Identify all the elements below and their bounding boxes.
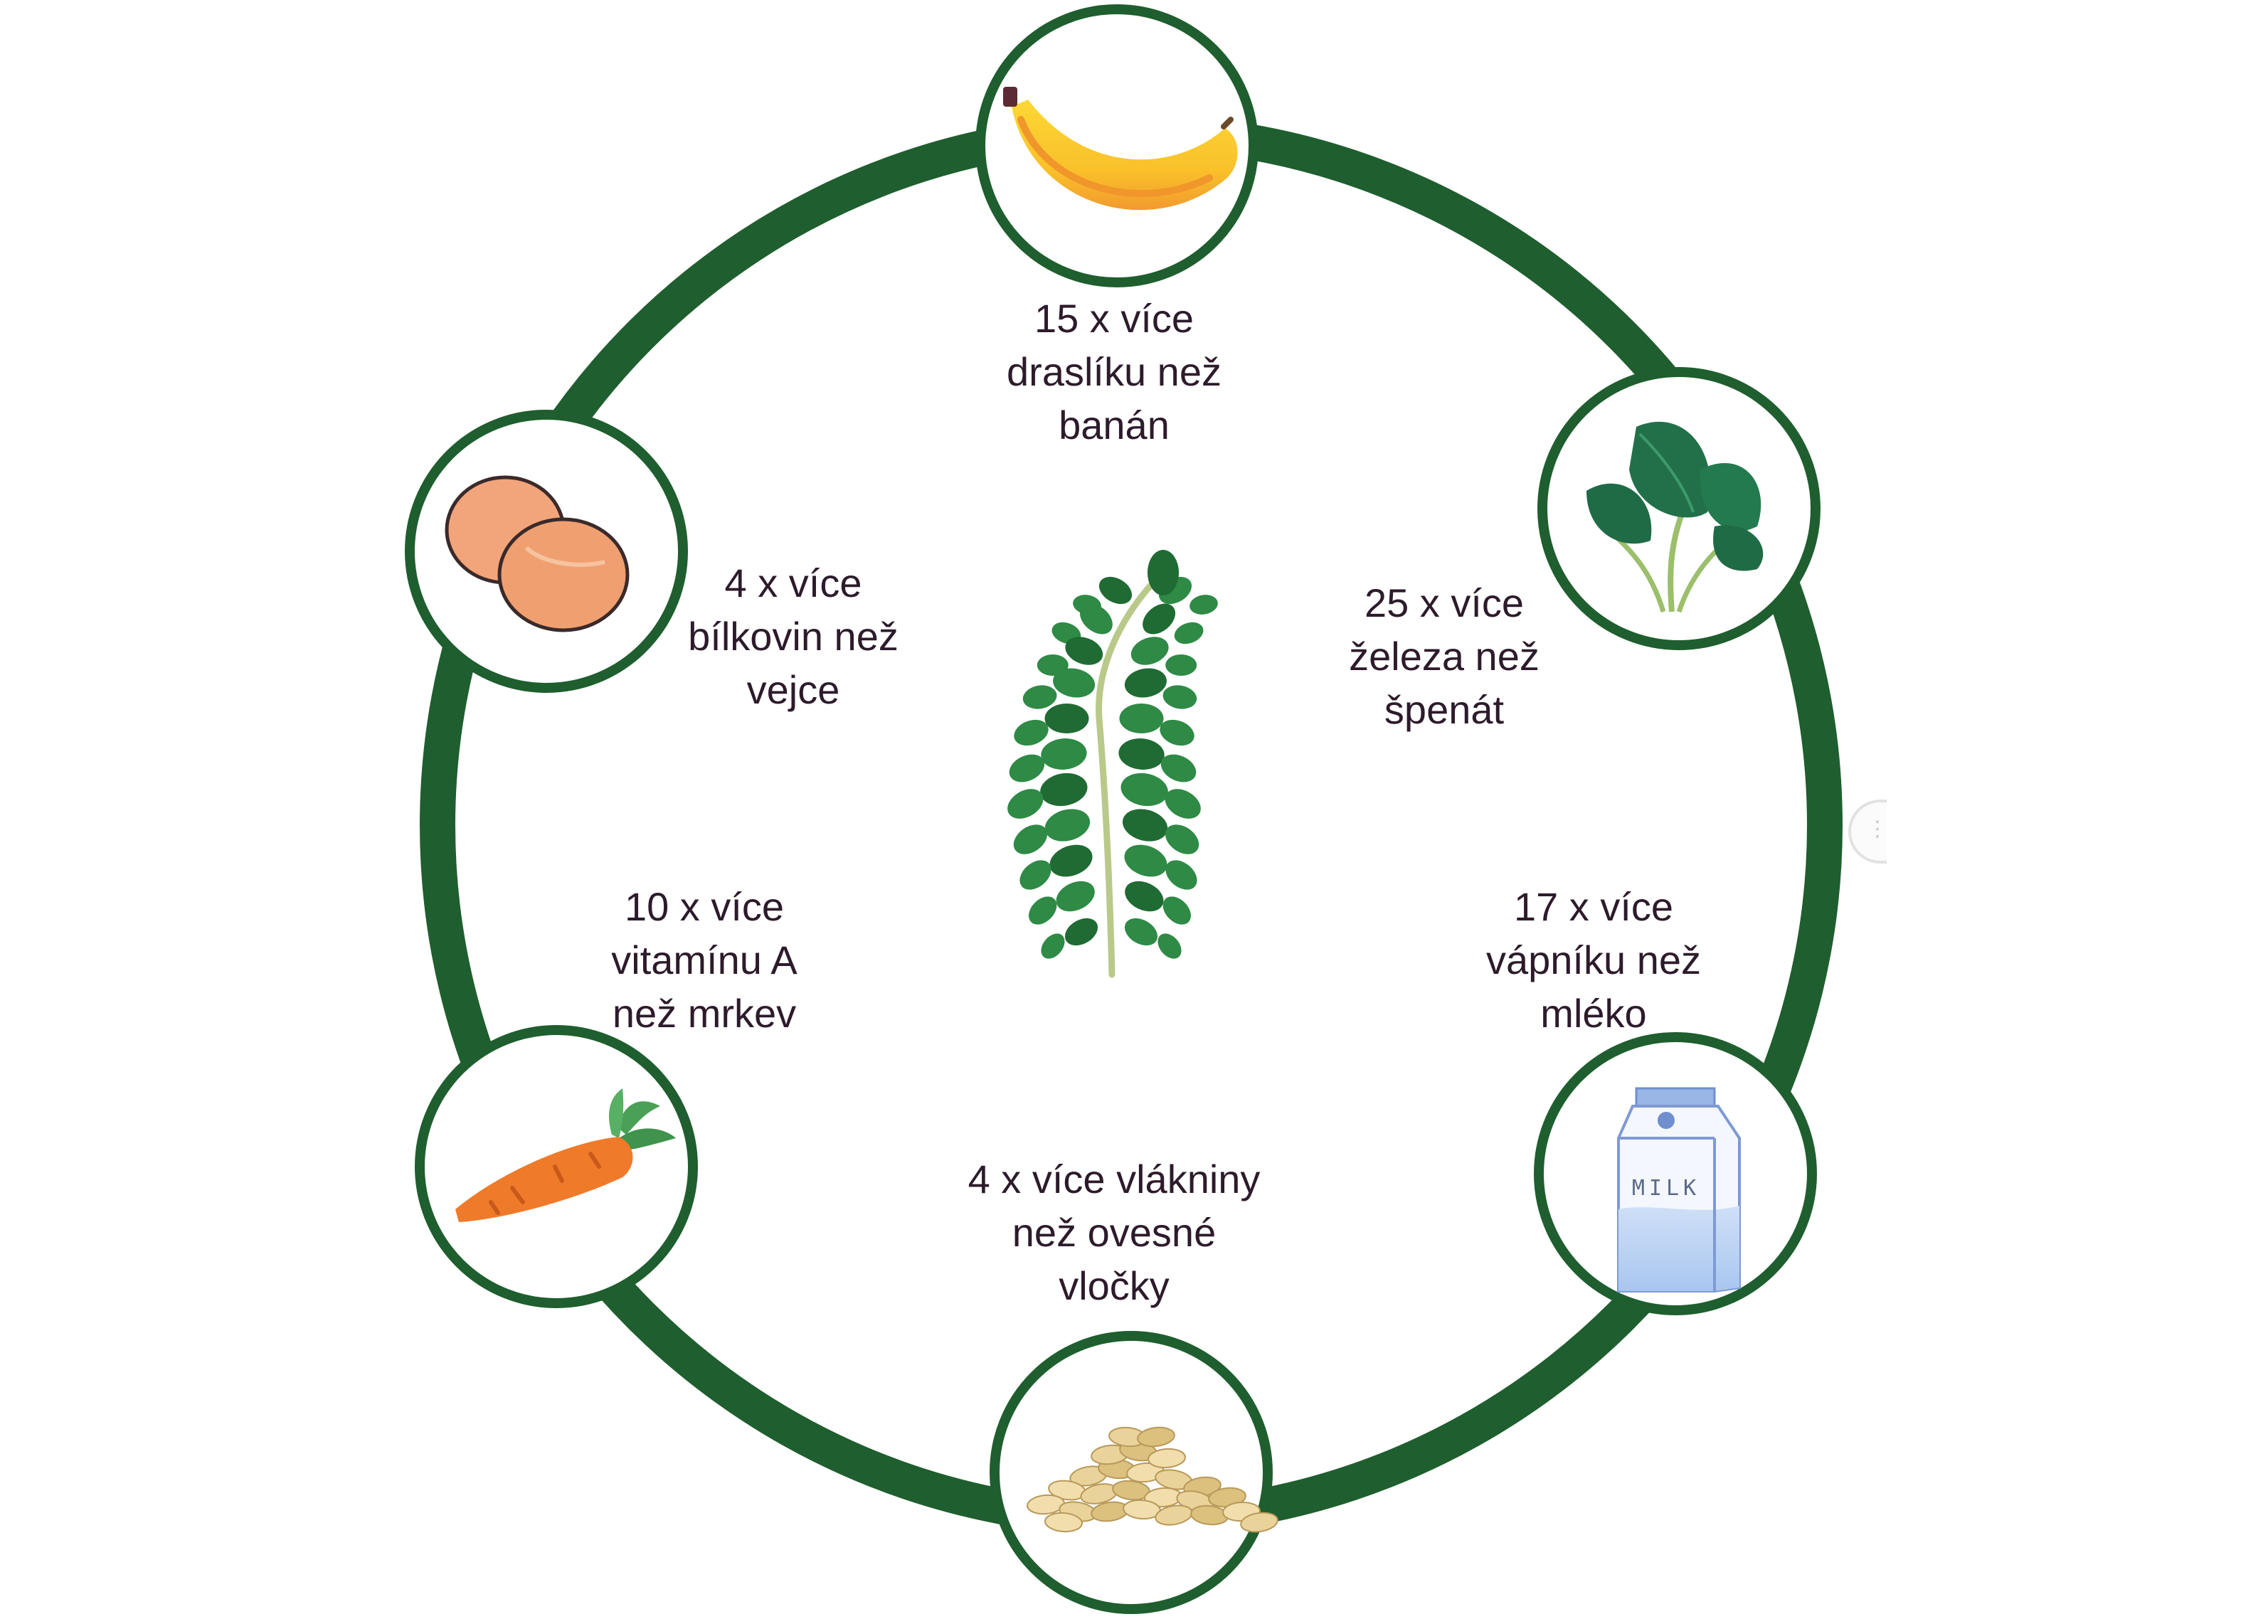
label-line: 25 x více	[1364, 580, 1525, 625]
moringa-leaflet	[1118, 738, 1165, 770]
label-line: draslíku než	[1007, 349, 1222, 394]
moringa-leaf-icon	[1007, 550, 1218, 978]
moringa-leaflet	[1119, 704, 1164, 733]
label-line: 10 x více	[624, 884, 785, 929]
moringa-leaflet	[1007, 789, 1044, 819]
label-line: vločky	[1059, 1263, 1170, 1308]
eggs-label: 4 x více bílkovin než vejce	[608, 556, 978, 716]
moringa-leaflet	[1044, 809, 1091, 842]
label-line: vejce	[746, 667, 840, 712]
moringa-leaflet	[1037, 654, 1069, 676]
banana-icon	[1003, 87, 1238, 211]
label-line: banán	[1059, 403, 1170, 447]
moringa-leaflet	[1130, 637, 1169, 665]
moringa-leaflet	[1165, 824, 1199, 854]
moringa-leaflet	[1065, 637, 1103, 665]
moringa-leaflet	[1162, 685, 1197, 709]
moringa-leaflet	[1049, 844, 1093, 877]
label-line: špenát	[1384, 687, 1505, 732]
oat-flake	[1148, 1448, 1186, 1469]
moringa-leaflet	[1044, 704, 1089, 733]
banana-circle	[975, 4, 1258, 287]
label-line: než mrkev	[612, 991, 797, 1036]
moringa-leaflet	[1125, 881, 1164, 912]
moringa-leaflet	[1098, 576, 1133, 605]
label-line: 15 x více	[1034, 296, 1194, 341]
moringa-leaflet	[1148, 550, 1179, 595]
banana-label: 15 x více draslíku než banán	[929, 292, 1299, 452]
oat-flake	[1044, 1512, 1083, 1533]
moringa-leaflet	[1120, 773, 1168, 807]
moringa-leaflet	[1124, 918, 1158, 946]
milk-label: 17 x více vápníku než mléko	[1409, 880, 1779, 1040]
banana-node	[975, 4, 1258, 287]
oats-node	[990, 1331, 1278, 1614]
oat-flakes-icon	[1027, 1426, 1278, 1533]
moringa-leaflet	[1160, 719, 1194, 746]
moringa-leaflet	[1143, 603, 1176, 635]
label-line: bílkovin než	[688, 614, 899, 659]
label-line: vitamínu A	[611, 938, 797, 982]
moringa-leaflet	[1029, 896, 1057, 925]
carrot-icon	[455, 1088, 676, 1222]
moringa-leaflet	[1165, 860, 1197, 890]
oat-flake	[1240, 1512, 1278, 1533]
moringa-leaflet	[1019, 860, 1051, 890]
oats-label: 4 x více vlákniny než ovesné vločky	[901, 1152, 1328, 1312]
moringa-leaflet	[1056, 881, 1095, 912]
carrot-node	[415, 1025, 698, 1308]
milk-carton-text: MILK	[1632, 1176, 1700, 1201]
more-icon: ⋮	[1867, 817, 1888, 842]
label-line: železa než	[1349, 634, 1540, 679]
oat-flake	[1137, 1426, 1175, 1448]
label-line: 4 x více vlákniny	[968, 1157, 1261, 1201]
moringa-leaflet	[1124, 668, 1167, 698]
moringa-leaflet	[1124, 844, 1167, 877]
moringa-leaflet	[1189, 595, 1218, 615]
spinach-label: 25 x více železa než špenát	[1259, 576, 1629, 736]
moringa-leaflet	[1064, 918, 1098, 946]
eggs-node	[405, 410, 688, 693]
moringa-leaflet	[1174, 622, 1204, 644]
moringa-leaflet	[1013, 824, 1047, 854]
moringa-leaflet	[1165, 654, 1197, 676]
moringa-leaflet	[1157, 933, 1182, 959]
label-line: než ovesné	[1012, 1210, 1217, 1255]
label-line: vápníku než	[1486, 938, 1701, 982]
moringa-leaflet	[1162, 896, 1191, 925]
moringa-leaflet	[1009, 754, 1045, 782]
moringa-leaflet	[1122, 809, 1168, 842]
label-line: mléko	[1540, 991, 1647, 1036]
moringa-leaflet	[1014, 719, 1049, 746]
spinach-icon	[1586, 421, 1764, 613]
label-line: 17 x více	[1513, 884, 1674, 929]
spinach-node	[1537, 367, 1821, 650]
moringa-leaflet	[1079, 603, 1113, 635]
moringa-leaflet	[1165, 789, 1201, 819]
moringa-leaflet	[1041, 933, 1065, 959]
carrot-label: 10 x více vitamínu A než mrkev	[519, 880, 889, 1040]
eggs-icon	[445, 475, 630, 632]
milk-carton-icon: MILK	[1617, 1087, 1741, 1293]
moringa-leaflet	[1160, 754, 1197, 782]
moringa-leaflet	[1022, 685, 1057, 709]
moringa-leaflet	[1040, 773, 1088, 807]
milk-node: MILK	[1534, 1032, 1817, 1315]
label-line: 4 x více	[724, 561, 862, 605]
moringa-leaflet	[1053, 668, 1096, 698]
moringa-leaflet	[1041, 738, 1087, 770]
